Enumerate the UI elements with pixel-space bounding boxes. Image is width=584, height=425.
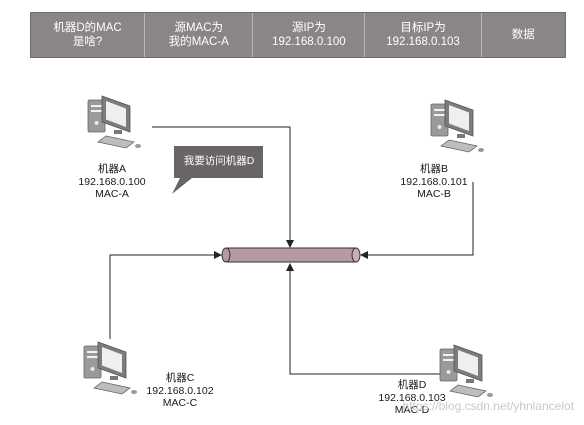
network-bus: [221, 247, 361, 263]
frame-cell-source-mac: 源MAC为 我的MAC-A: [145, 13, 254, 57]
frame-cell-payload: 数据: [481, 13, 565, 57]
frame-cell-source-ip: 源IP为 192.168.0.100: [253, 13, 366, 57]
machine-c-label: 机器C 192.168.0.102 MAC-C: [140, 372, 220, 410]
machine-c-ip: 192.168.0.102: [146, 384, 214, 397]
machine-a-ip: 192.168.0.100: [78, 175, 146, 188]
link-a: [152, 126, 294, 248]
machine-b-label: 机器B 192.168.0.101 MAC-B: [394, 163, 474, 201]
speech-bubble: [172, 146, 263, 194]
machine-a-name: 机器A: [97, 163, 126, 175]
machine-d-mac: MAC-D: [394, 404, 430, 416]
machine-d-label: 机器D 192.168.0.103 MAC-D: [372, 379, 452, 417]
callout-text: 我要访问机器D: [183, 155, 255, 167]
machine-a-mac: MAC-A: [95, 188, 129, 200]
link-c: [109, 251, 222, 339]
watermark: https://blog.csdn.net/yhnlancelot: [402, 399, 574, 413]
computer-c-icon: [83, 341, 138, 395]
machine-c-name: 机器C: [165, 372, 195, 384]
link-b: [360, 182, 474, 259]
machine-d-name: 机器D: [397, 379, 427, 391]
machine-c-mac: MAC-C: [162, 397, 198, 409]
frame-cell-query: 机器D的MAC 是啥?: [31, 13, 146, 57]
machine-b-ip: 192.168.0.101: [400, 175, 468, 188]
frame-cell-destination-ip: 目标IP为 192.168.0.103: [365, 13, 482, 57]
computer-a-icon: [87, 95, 142, 149]
link-d: [286, 263, 452, 375]
packet-frame: 机器D的MAC 是啥? 源MAC为 我的MAC-A 源IP为 192.168.0…: [30, 12, 566, 58]
machine-a-label: 机器A 192.168.0.100 MAC-A: [72, 163, 152, 201]
machine-b-mac: MAC-B: [417, 188, 451, 200]
machine-d-ip: 192.168.0.103: [378, 391, 446, 404]
computer-b-icon: [430, 99, 485, 153]
machine-b-name: 机器B: [419, 163, 448, 175]
